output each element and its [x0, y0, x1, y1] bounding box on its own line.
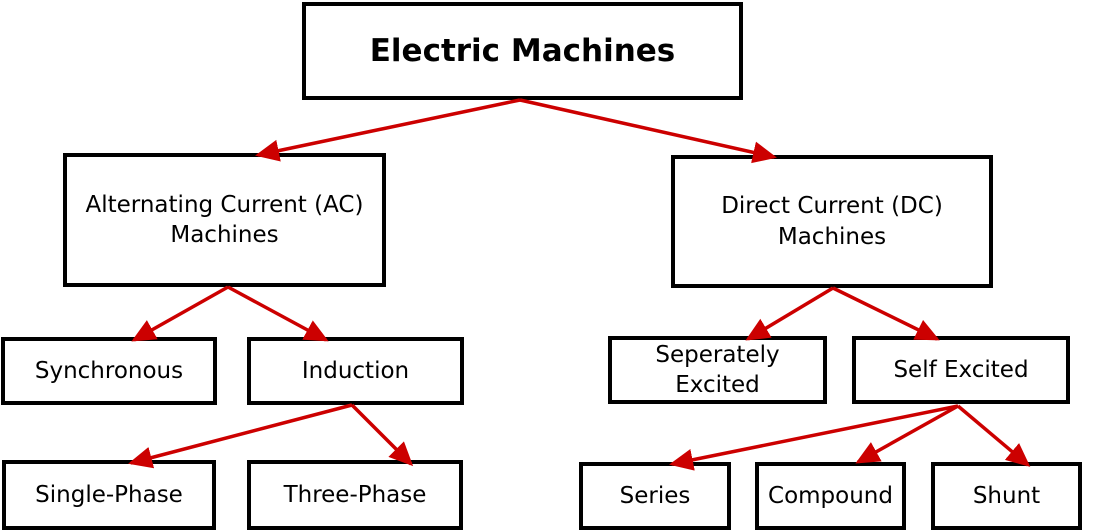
node-dc-machines: Direct Current (DC) Machines: [671, 155, 993, 288]
node-shunt: Shunt: [931, 462, 1082, 530]
edge-root-ac: [255, 98, 521, 162]
edge-root-dc: [519, 98, 777, 164]
node-ac-machines: Alternating Current (AC) Machines: [63, 153, 386, 287]
node-series: Series: [579, 462, 731, 530]
node-separately-excited-label: Seperately Excited: [655, 341, 780, 398]
edge-induction-single-phase: [128, 403, 353, 469]
node-series-label: Series: [619, 482, 691, 509]
edge-induction-three-phase: [350, 403, 414, 467]
node-dc-machines-label: Direct Current (DC) Machines: [721, 193, 943, 250]
node-shunt-label: Shunt: [972, 482, 1041, 509]
edge-self-excited-shunt: [956, 404, 1031, 467]
node-compound-label: Compound: [768, 482, 893, 509]
edge-ac-induction: [227, 285, 329, 342]
node-electric-machines: Electric Machines: [302, 2, 743, 100]
node-electric-machines-label: Electric Machines: [369, 32, 676, 69]
edge-self-excited-compound: [855, 404, 959, 464]
node-ac-machines-label: Alternating Current (AC) Machines: [85, 191, 364, 248]
node-self-excited-label: Self Excited: [893, 356, 1029, 383]
node-induction: Induction: [247, 337, 464, 405]
node-synchronous: Synchronous: [1, 337, 217, 405]
edge-dc-self-excited: [832, 286, 940, 341]
node-self-excited: Self Excited: [852, 336, 1070, 404]
node-induction-label: Induction: [301, 357, 410, 384]
edge-dc-separately-excited: [745, 286, 834, 341]
node-compound: Compound: [755, 462, 906, 530]
node-synchronous-label: Synchronous: [34, 357, 184, 384]
node-single-phase-label: Single-Phase: [35, 481, 183, 508]
node-three-phase-label: Three-Phase: [283, 481, 427, 508]
node-separately-excited: Seperately Excited: [608, 336, 827, 404]
edge-self-excited-series: [669, 404, 959, 471]
edge-ac-synchronous: [131, 285, 229, 342]
node-single-phase: Single-Phase: [2, 460, 216, 530]
node-three-phase: Three-Phase: [247, 460, 463, 530]
